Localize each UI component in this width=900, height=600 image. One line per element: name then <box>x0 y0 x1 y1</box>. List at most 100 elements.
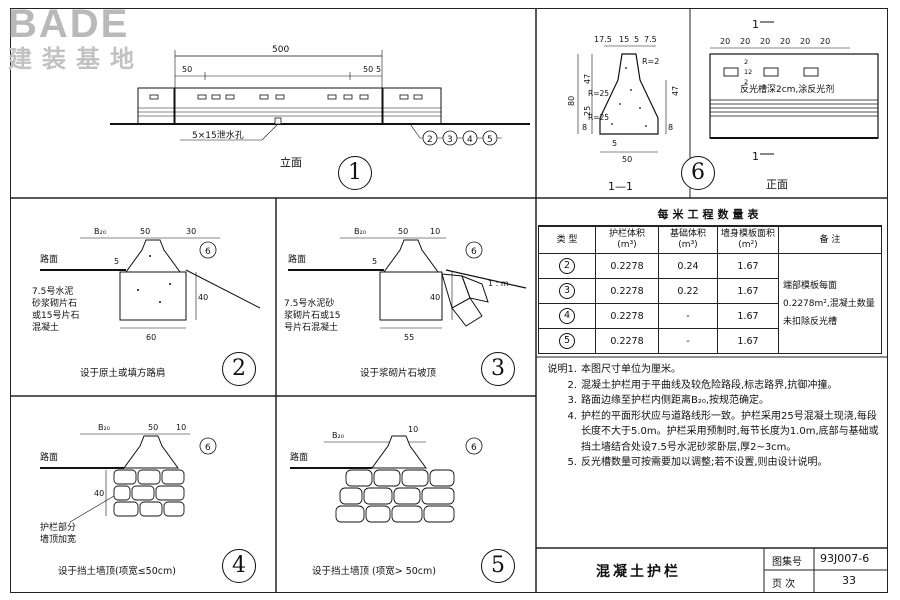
dim-left: 50 <box>182 65 192 74</box>
d3-b: B₂₀ <box>354 227 366 236</box>
d5-dim-1: 10 <box>408 425 418 434</box>
sec-dim-left-3: 8 <box>582 123 587 132</box>
d2-small: 5 <box>114 257 119 266</box>
front-caption: 正面 <box>766 178 788 191</box>
d4-b: B₂₀ <box>98 423 110 432</box>
front-dim-6: 20 <box>820 37 830 46</box>
qty-header-remark: 备 注 <box>778 226 882 254</box>
drawing-frame <box>10 8 888 593</box>
sec-dim-left-2: 25 <box>583 106 592 116</box>
elevation-view: 500 50 50 5 5×15泄水孔 2 3 4 5 立面 <box>110 45 530 169</box>
view-number-3: 3 <box>481 352 515 386</box>
titleblock-grid <box>763 548 888 593</box>
front-mark-top: 1 <box>752 18 759 31</box>
hole-label: 5×15泄水孔 <box>192 129 244 141</box>
titleblock: 混凝土护栏 图集号 93J007-6 页 次 33 <box>536 548 888 593</box>
d4-mat-2: 墙顶加宽 <box>40 533 76 545</box>
d2-dim-1: 50 <box>140 227 150 236</box>
note-item: 4.护栏的平面形状应与道路线形一致。护栏采用25号混凝土现浇,每段长度不大于5.… <box>567 410 879 453</box>
d5-b: B₂₀ <box>332 431 344 440</box>
d2-mat-4: 混凝土 <box>32 321 59 333</box>
front-mark-bottom: 1 <box>752 150 759 163</box>
qty-remark: 端部模板每面0.2278m²,混凝土数量未扣除反光槽 <box>778 253 882 354</box>
sec-dim-right-1: 47 <box>671 86 680 96</box>
front-side-1: 2 <box>744 58 748 66</box>
detail-4: B₂₀ 50 10 6 路面 40 护栏部分 墙顶加宽 设于挡土墙顶(项宽≤50… <box>40 423 217 577</box>
d4-mat-1: 护栏部分 <box>40 521 76 533</box>
logo-wordmark: BADE <box>8 2 130 46</box>
callout-4: 4 <box>467 135 473 145</box>
view-number-4: 4 <box>222 549 256 583</box>
section-caption: 1—1 <box>608 180 633 193</box>
sec-dim-top-3: 5 <box>634 35 639 44</box>
front-side-3: 2 <box>744 78 748 86</box>
d3-slope: 1 : m <box>488 279 509 288</box>
view-number-1: 1 <box>338 156 372 190</box>
qty-header-v1: 护栏体积 (m³) <box>595 226 659 254</box>
front-dim-1: 20 <box>720 37 730 46</box>
d3-mat-3: 号片石混凝土 <box>284 321 338 333</box>
d4-dim-2: 10 <box>176 423 186 432</box>
quantity-table: 类 型 护栏体积 (m³) 基础体积 (m³) 墙身模板面积 (m²) 备 注 … <box>538 226 882 354</box>
d3-road: 路面 <box>288 253 306 265</box>
d3-caption: 设于浆砌片石坡顶 <box>360 367 437 379</box>
notes: 说明1.本图尺寸单位为厘米。 2.混凝土护栏用于平曲线及较危险路段,标志路界,抗… <box>544 362 880 471</box>
qty-header-v3: 墙身模板面积 (m²) <box>717 226 779 254</box>
front-side-2: 12 <box>744 68 752 76</box>
qty-header-v2: 基础体积 (m³) <box>658 226 718 254</box>
sec-dim-bottom: 50 <box>622 155 632 164</box>
logo: BADE 建装基地 <box>8 4 178 82</box>
d3-dim-2: 10 <box>430 227 440 236</box>
d2-mat-3: 或15号片石 <box>32 309 79 321</box>
d4-marker: 6 <box>205 443 211 453</box>
d4-caption: 设于挡土墙顶(项宽≤50cm) <box>58 565 176 577</box>
page-label: 页 次 <box>772 579 796 590</box>
quantity-title: 每米工程数量表 <box>538 205 882 226</box>
d2-dim-2: 30 <box>186 227 196 236</box>
front-dim-2: 20 <box>740 37 750 46</box>
sec-r-3: R=25 <box>588 113 609 122</box>
d3-dim-1: 50 <box>398 227 408 236</box>
d2-bottom: 60 <box>146 333 156 342</box>
sec-label-small: 5 <box>612 139 617 148</box>
table-row: 4 0.2278-1.67 <box>538 303 882 329</box>
d3-mat-1: 7.5号水泥砂 <box>284 297 334 309</box>
d5-caption: 设于挡土墙顶 (项宽> 50cm) <box>312 565 436 577</box>
detail-2: B₂₀ 50 30 6 路面 5 40 60 7.5号水泥 砂浆砌片石 或15号… <box>32 227 261 379</box>
atlas-no-label: 图集号 <box>772 557 802 568</box>
d2-mat-2: 砂浆砌片石 <box>32 297 77 309</box>
callout-5: 5 <box>487 135 493 145</box>
detail-5: B₂₀ 10 6 路面 设于挡土墙顶 (项宽> 50cm) <box>290 425 483 577</box>
detail-3: B₂₀ 50 10 6 1 : m 路面 5 40 55 7.5号水泥砂 浆砌片… <box>284 227 527 379</box>
view-number-2: 2 <box>222 352 256 386</box>
sec-dim-left-1: 47 <box>583 74 592 84</box>
note-item: 3.路面边缘至护栏内侧距离B₂₀,按规范确定。 <box>567 395 770 406</box>
d2-mat-1: 7.5号水泥 <box>32 285 73 297</box>
table-row: 5 0.2278-1.67 <box>538 328 882 354</box>
d5-marker: 6 <box>471 443 477 453</box>
d3-right: 40 <box>430 293 440 302</box>
d2-marker: 6 <box>205 247 211 257</box>
elevation-caption: 立面 <box>280 155 302 169</box>
sec-dim-top-1: 17.5 <box>594 35 612 44</box>
d4-right: 40 <box>94 489 104 498</box>
note-item: 2.混凝土护栏用于平曲线及较危险路段,标志路界,抗御冲撞。 <box>567 379 838 391</box>
callout-3: 3 <box>447 135 453 145</box>
d2-caption: 设于原土或填方路肩 <box>80 367 166 379</box>
qty-header-type: 类 型 <box>538 226 596 254</box>
d3-small: 5 <box>372 257 377 266</box>
front-dim-4: 20 <box>780 37 790 46</box>
front-dim-5: 20 <box>800 37 810 46</box>
d2-road: 路面 <box>40 253 58 265</box>
d3-marker: 6 <box>471 247 477 257</box>
d4-dim-1: 50 <box>148 423 158 432</box>
d2-b: B₂₀ <box>94 227 106 236</box>
sec-dim-top-4: 7.5 <box>644 35 657 44</box>
sec-r-1: R=2 <box>642 57 659 66</box>
sec-r-2: R=25 <box>588 89 609 98</box>
sec-dim-right-2: 8 <box>668 123 673 132</box>
front-view: 1 20 20 20 20 20 20 2 12 2 反光槽深2cm,涂反光剂 … <box>709 18 879 191</box>
